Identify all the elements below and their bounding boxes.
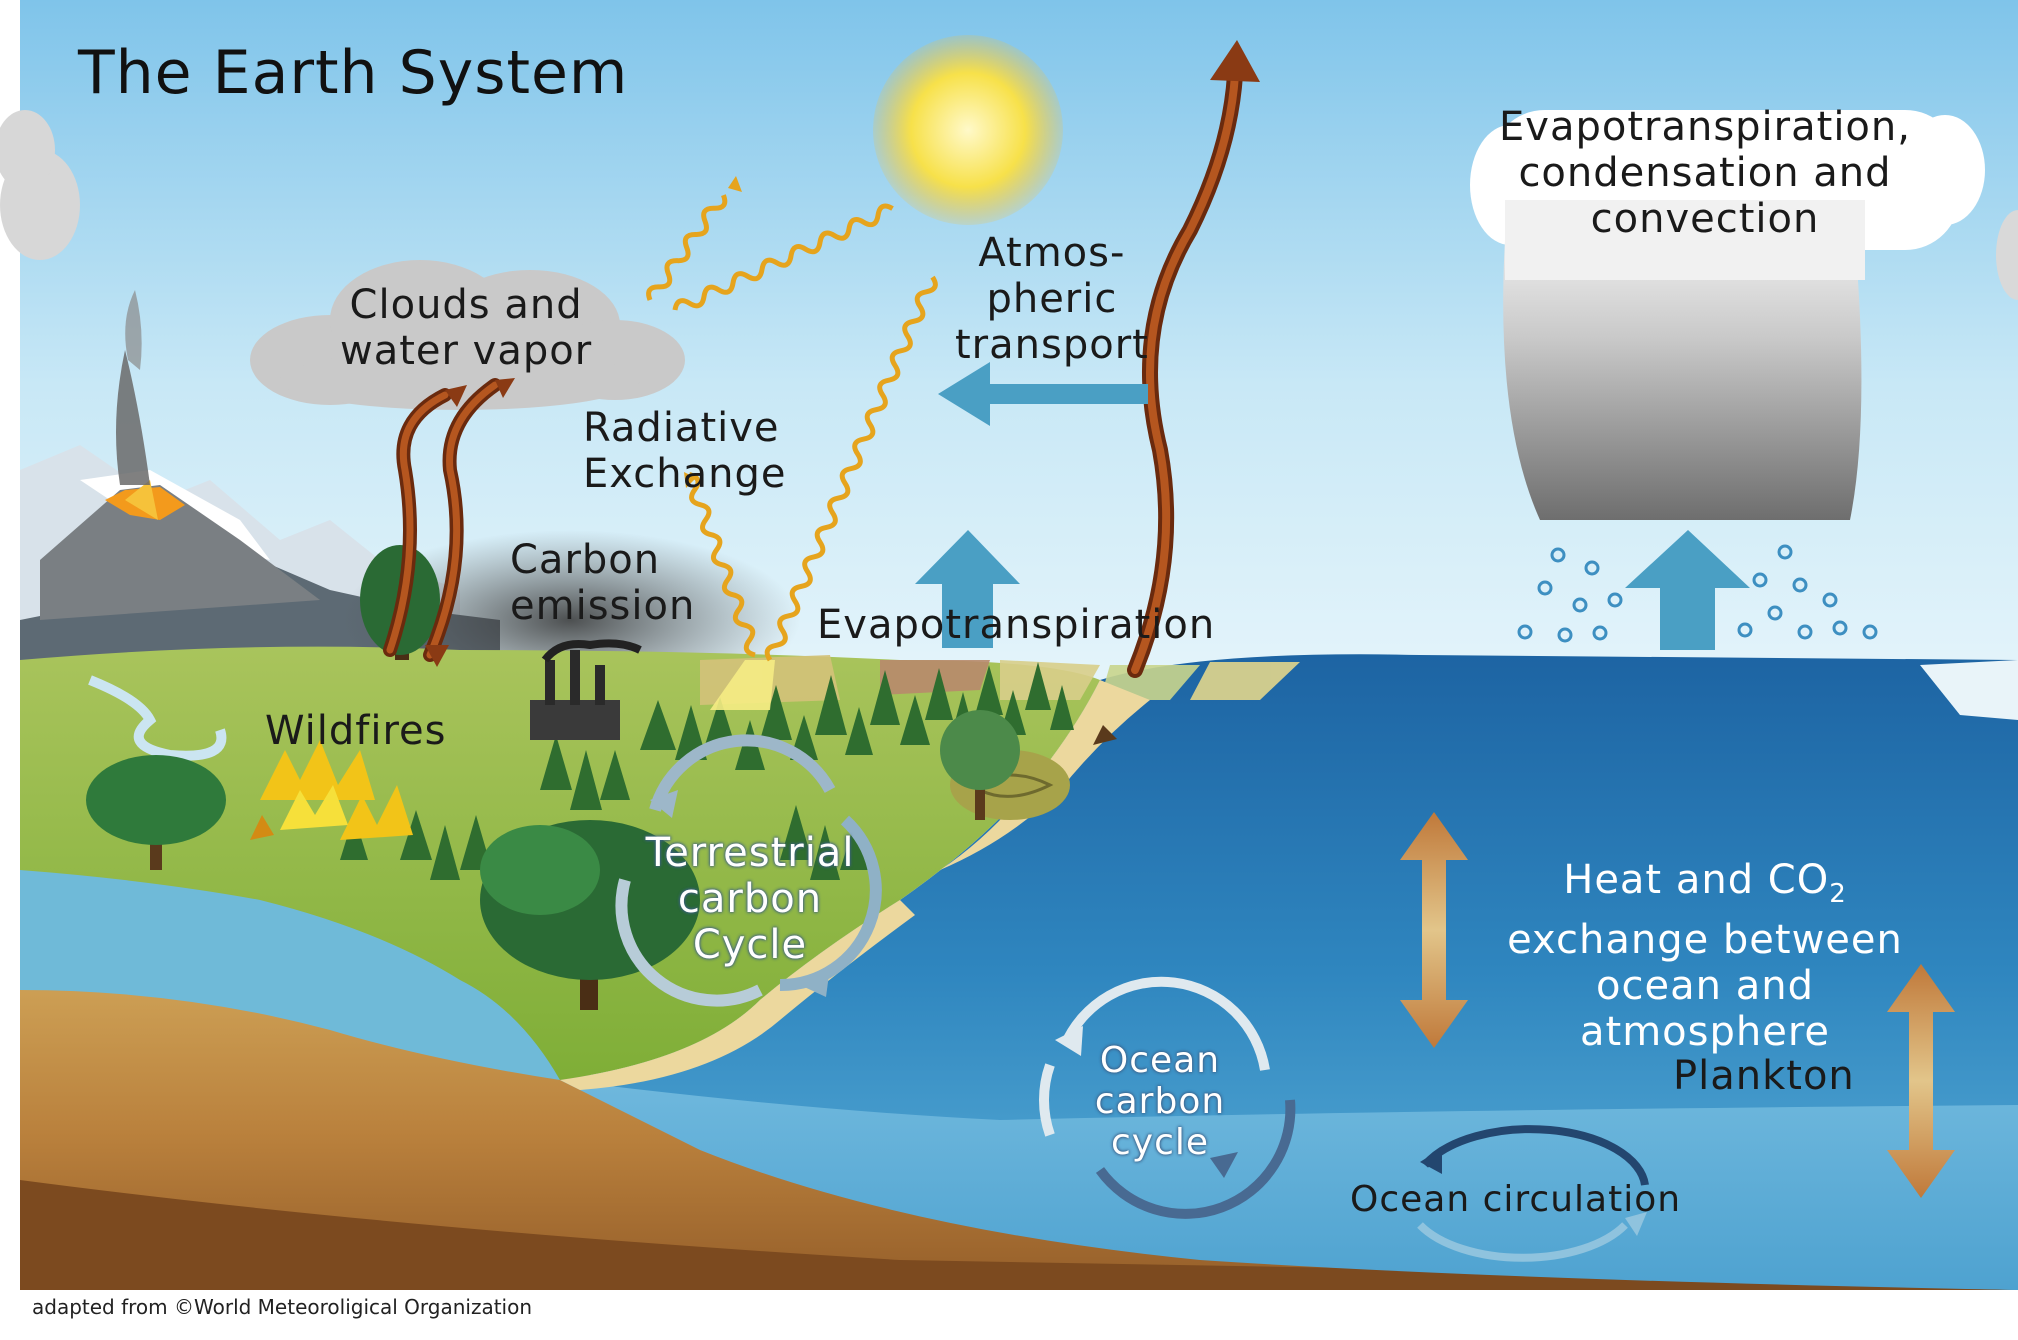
terrestrial-label-line: Cycle (692, 922, 808, 968)
terrestrial-cycle-label: Terrestrial carbon Cycle (630, 830, 870, 968)
ocean-cycle-label-line: Ocean (1099, 1040, 1221, 1081)
carbon-emission-label-line: emission (510, 583, 696, 629)
vapor-arrows (383, 378, 502, 662)
clouds-label-line: Clouds and (349, 282, 583, 328)
heat-exchange-line: exchange between (1507, 917, 1903, 963)
exchange-arrows (1400, 812, 1955, 1198)
plankton-label: Plankton (1673, 1053, 1855, 1099)
atmospheric-label-line: pheric (986, 276, 1118, 322)
tall-transport-arrow (1127, 67, 1243, 678)
ocean-circulation-label: Ocean circulation (1350, 1179, 1682, 1220)
atmospheric-transport-label: Atmos- pheric transport (955, 230, 1149, 368)
ocean-cycle-label-line: carbon (1094, 1081, 1226, 1122)
atmospheric-label-line: transport (955, 322, 1149, 368)
ocean-cycle-arrows (1039, 976, 1296, 1219)
atmospheric-label-line: Atmos- (978, 230, 1126, 276)
heat-exchange-line: atmosphere (1580, 1009, 1830, 1055)
terrestrial-label-line: Terrestrial (645, 830, 855, 876)
sun (873, 35, 1063, 225)
carbon-emission-label-line: Carbon (510, 537, 661, 583)
convection-label-line: condensation and (1518, 150, 1892, 196)
left-cloud (0, 110, 80, 260)
convection-label-line: convection (1590, 196, 1820, 242)
convection-label: Evapotranspiration, condensation and con… (1480, 104, 1930, 242)
river-mouth (20, 870, 560, 1080)
heat-exchange-text: Heat and CO (1563, 857, 1830, 903)
heat-exchange-line: Heat and CO2 (1465, 857, 1945, 917)
evapotranspiration-label: Evapotranspiration (817, 602, 1216, 648)
ocean-circulation-arrows (1417, 1125, 1649, 1262)
radiative-label: Radiative Exchange (583, 405, 786, 497)
ocean-cycle-label-line: cycle (1110, 1122, 1210, 1163)
page-title: The Earth System (78, 38, 629, 108)
radiation-arrowhead (728, 176, 742, 192)
blue-arrows (915, 362, 1750, 650)
deciduous-trees (86, 545, 1020, 1010)
radiative-label-line: Radiative (583, 405, 780, 451)
heat-exchange-label: Heat and CO2 exchange between ocean and … (1465, 857, 1945, 1055)
carbon-emission-label: Carbon emission (510, 537, 695, 629)
factory (530, 639, 642, 740)
wildfire (250, 740, 413, 840)
rain-drops (1517, 544, 1878, 643)
ocean-cycle-label: Ocean carbon cycle (1060, 1040, 1260, 1163)
radiation-cone (710, 660, 775, 710)
radiation-waves (646, 194, 938, 662)
credit-text: adapted from ©World Meteoroligical Organ… (32, 1295, 533, 1319)
forest (340, 662, 1074, 890)
deep-ocean (560, 1080, 2018, 1290)
fields (700, 655, 1300, 705)
convection-cloud (1470, 110, 1985, 520)
radiative-label-line: Exchange (583, 451, 787, 497)
clouds-label-line: water vapor (340, 328, 593, 374)
heat-exchange-line: ocean and (1596, 963, 1814, 1009)
co2-subscript: 2 (1829, 879, 1847, 909)
vapor-cloud (250, 260, 685, 410)
volcano (40, 290, 320, 620)
convection-label-line: Evapotranspiration, (1499, 104, 1911, 150)
clouds-label: Clouds and water vapor (340, 282, 592, 374)
wildfires-label: Wildfires (265, 708, 447, 754)
river (88, 675, 227, 761)
terrestrial-label-line: carbon (677, 876, 823, 922)
